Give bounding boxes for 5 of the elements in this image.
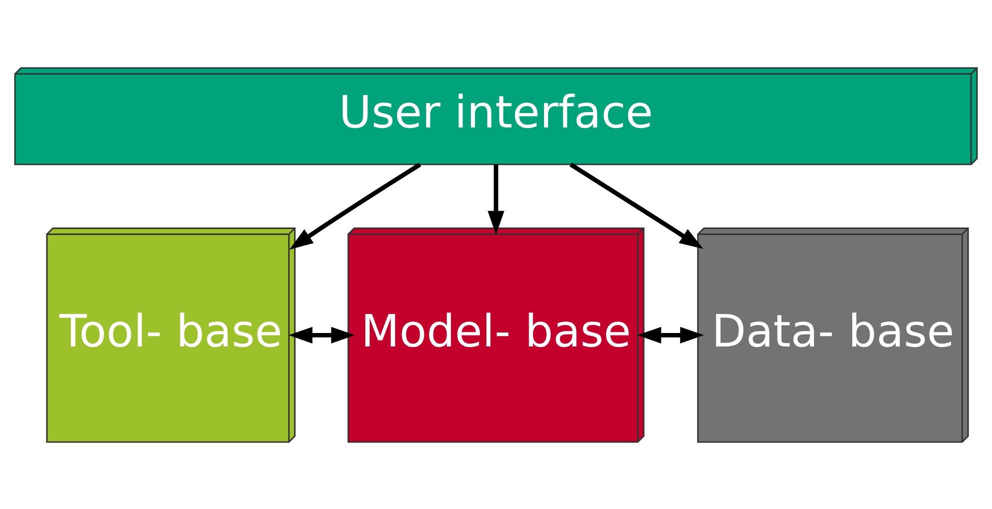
arrow <box>288 326 355 343</box>
arrow <box>570 162 704 248</box>
arrow <box>488 164 504 234</box>
arrow <box>289 162 422 250</box>
arrow <box>637 326 704 343</box>
